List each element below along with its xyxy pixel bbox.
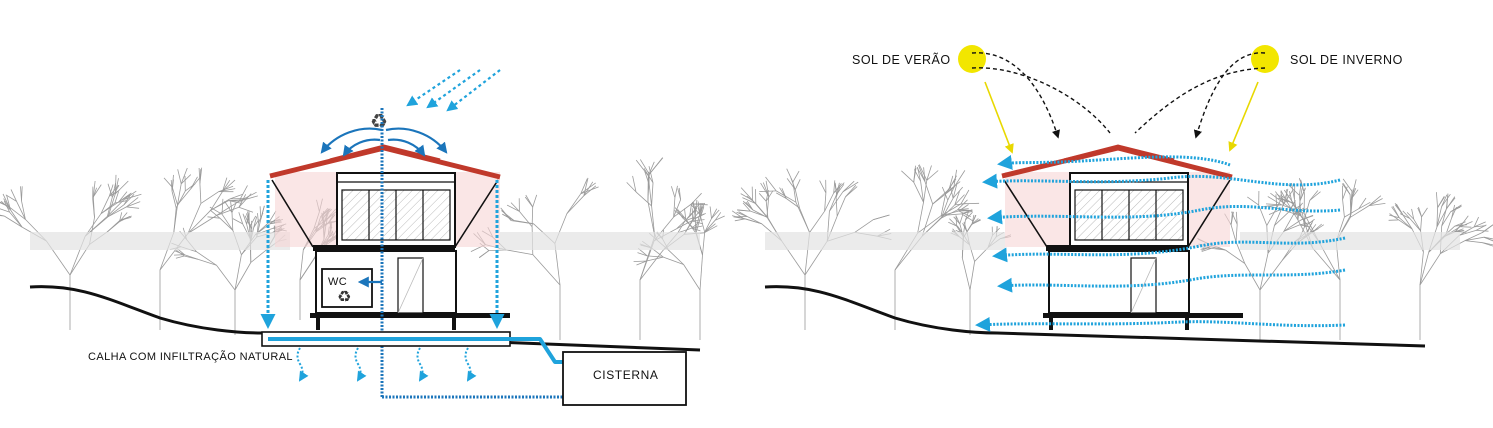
cistern-label: CISTERNA (593, 368, 658, 382)
wc-box (321, 268, 373, 308)
floor-slab (313, 245, 455, 251)
background-building (765, 232, 1005, 250)
roof-vent-arcs (320, 127, 448, 157)
background-trees (731, 164, 1493, 340)
winter-sun-label: SOL DE INVERNO (1290, 53, 1403, 67)
sun-paths (971, 52, 1266, 139)
wc-label: WC (328, 276, 347, 288)
summer-sun-icon (958, 45, 986, 73)
background-building (500, 232, 700, 250)
winter-sun-icon (1251, 45, 1279, 73)
background-building (1240, 232, 1460, 250)
rain-arrows (406, 69, 501, 112)
house-section (1001, 144, 1243, 330)
recycle-icon: ♻ (370, 109, 388, 133)
wind-flows (975, 154, 1346, 332)
sun-wind-panel: SOL DE VERÃO SOL DE INVERNO (731, 45, 1493, 348)
water-management-panel: WC ♻ ♻ (0, 69, 725, 406)
house-section: WC ♻ (269, 144, 510, 330)
base-slab (310, 313, 510, 318)
summer-sun-label: SOL DE VERÃO (852, 53, 951, 67)
infiltration-arrows (296, 347, 477, 382)
gutter-label: CALHA COM INFILTRAÇÃO NATURAL (88, 350, 293, 363)
recycle-icon: ♻ (337, 287, 351, 306)
winter-sun-ray (1228, 81, 1259, 152)
terrain-line (764, 285, 1426, 348)
background-building (30, 232, 290, 250)
terrain-line (29, 285, 701, 352)
summer-sun-ray (984, 81, 1014, 154)
roof (269, 145, 501, 180)
cistern-box (562, 351, 687, 406)
